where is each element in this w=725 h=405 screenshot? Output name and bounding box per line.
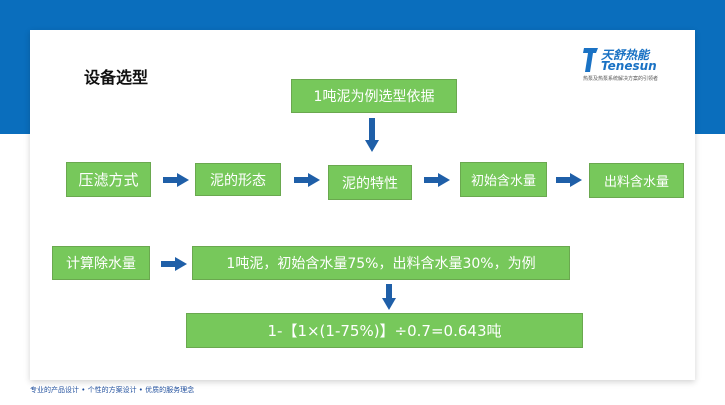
arrow-right-icon bbox=[294, 173, 320, 187]
calc-example-box: 1吨泥，初始含水量75%，出料含水量30%，为例 bbox=[192, 246, 570, 280]
footer-slogan: 专业的产品设计 • 个性的方案设计 • 优质的服务理念 bbox=[30, 386, 195, 394]
arrow-down-icon bbox=[382, 284, 396, 310]
arrow-right-icon bbox=[163, 173, 189, 187]
basis-box: 1吨泥为例选型依据 bbox=[291, 79, 457, 113]
logo-mark-icon bbox=[583, 48, 598, 72]
calc-formula-box: 1-【1×(1-75%)】÷0.7=0.643吨 bbox=[186, 313, 583, 348]
logo-name-en: Tenesun bbox=[601, 59, 657, 73]
arrow-down-icon bbox=[365, 118, 379, 152]
step-box-press-method: 压滤方式 bbox=[66, 162, 151, 197]
logo-tagline: 热泵及热泵系统解决方案的引领者 bbox=[583, 76, 659, 82]
step-box-output-water: 出料含水量 bbox=[589, 163, 684, 198]
page-title: 设备选型 bbox=[84, 68, 149, 87]
step-box-initial-water: 初始含水量 bbox=[460, 162, 547, 197]
logo-name-cn: 天舒热能 bbox=[601, 48, 650, 62]
arrow-right-icon bbox=[556, 173, 582, 187]
company-logo: 天舒热能 Tenesun 热泵及热泵系统解决方案的引领者 bbox=[583, 44, 683, 84]
arrow-right-icon bbox=[161, 257, 187, 271]
arrow-right-icon bbox=[424, 173, 450, 187]
calc-label-box: 计算除水量 bbox=[52, 246, 150, 280]
step-box-mud-form: 泥的形态 bbox=[195, 163, 281, 196]
step-box-mud-property: 泥的特性 bbox=[328, 165, 412, 200]
